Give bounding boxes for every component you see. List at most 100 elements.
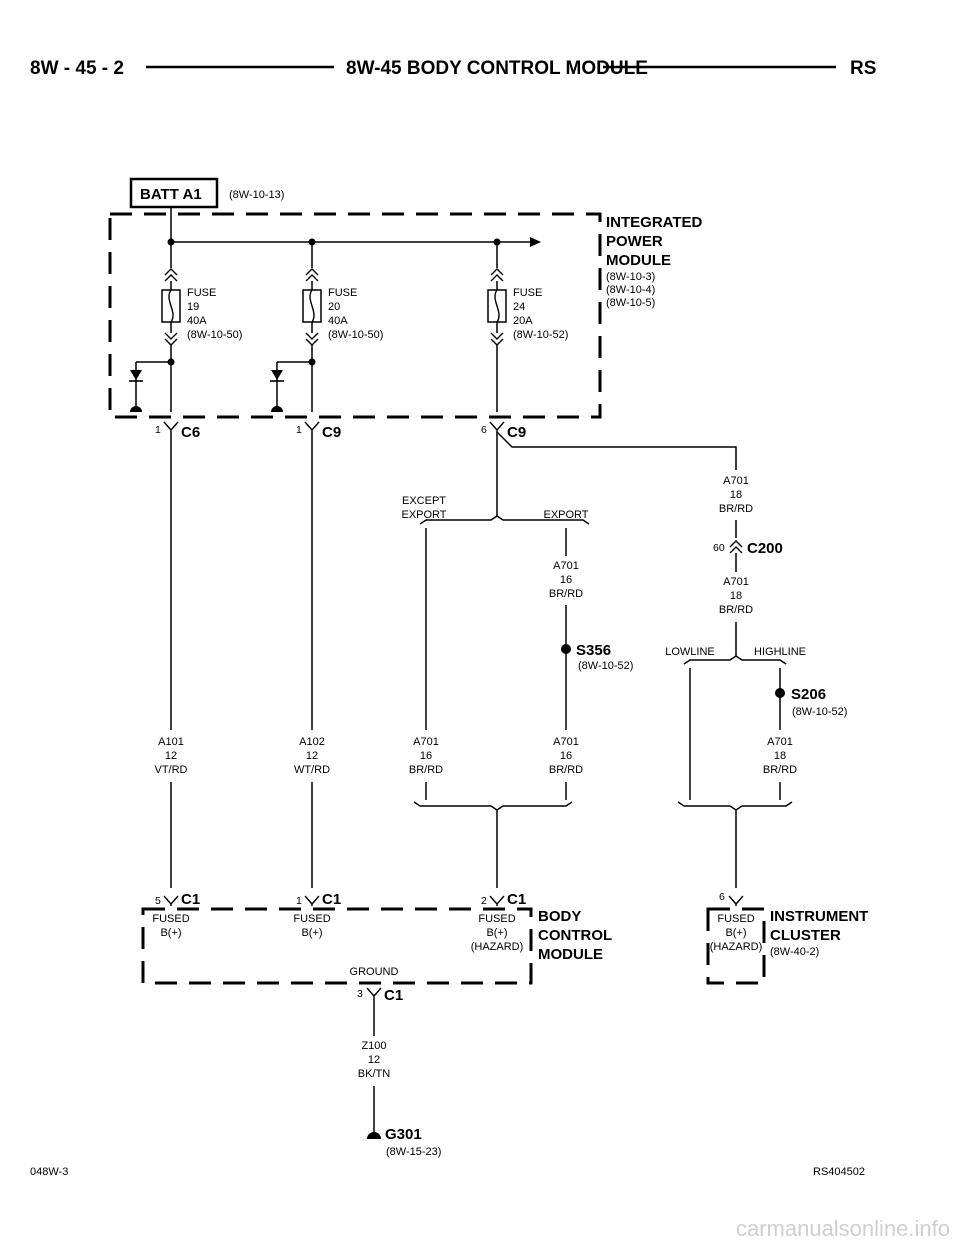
- svg-text:C1: C1: [507, 891, 526, 908]
- svg-text:BK/TN: BK/TN: [358, 1068, 390, 1080]
- wire-a701-16-left-label: A701 16 BR/RD: [409, 736, 443, 776]
- svg-text:60: 60: [713, 542, 725, 554]
- svg-text:C9: C9: [507, 424, 526, 441]
- wire-a701-18-top-label: A701 18 BR/RD: [719, 475, 753, 515]
- svg-text:12: 12: [306, 750, 318, 762]
- svg-text:(8W-10-52): (8W-10-52): [578, 660, 633, 672]
- bcm-connector-pin5: 5 C1 FUSED B(+): [152, 891, 200, 939]
- svg-text:MODULE: MODULE: [606, 252, 671, 269]
- ground-g301: G301 (8W-15-23): [385, 1126, 441, 1158]
- svg-text:(8W-10-50): (8W-10-50): [328, 329, 383, 341]
- battery-label: BATT A1: [140, 186, 202, 203]
- wire-a701-18-bottom-label: A701 18 BR/RD: [763, 736, 797, 776]
- svg-text:1: 1: [296, 424, 302, 436]
- svg-text:EXPORT: EXPORT: [401, 509, 446, 521]
- svg-text:B(+): B(+): [725, 927, 746, 939]
- wire-a101-label: A101 12 VT/RD: [155, 736, 188, 776]
- svg-text:POWER: POWER: [606, 233, 663, 250]
- footer-right: RS404502: [813, 1166, 865, 1178]
- svg-text:A701: A701: [723, 576, 749, 588]
- ipm-refs: (8W-10-3) (8W-10-4) (8W-10-5): [606, 271, 655, 309]
- wire-a102-label: A102 12 WT/RD: [294, 736, 330, 776]
- fuse-19: [128, 242, 181, 413]
- svg-text:40A: 40A: [328, 315, 348, 327]
- connector-c6: 1 C6: [155, 421, 200, 441]
- svg-text:S356: S356: [576, 642, 611, 659]
- svg-text:B(+): B(+): [301, 927, 322, 939]
- page-title: 8W-45 BODY CONTROL MODULE: [346, 58, 648, 79]
- svg-text:C200: C200: [747, 540, 783, 557]
- except-export-label: EXCEPT EXPORT: [401, 495, 446, 521]
- svg-text:C9: C9: [322, 424, 341, 441]
- svg-text:(8W-10-5): (8W-10-5): [606, 297, 655, 309]
- svg-text:FUSED: FUSED: [717, 913, 754, 925]
- battery-box: [129, 177, 219, 209]
- ipm-title: INTEGRATED POWER MODULE: [606, 214, 703, 269]
- svg-text:WT/RD: WT/RD: [294, 764, 330, 776]
- svg-text:18: 18: [730, 590, 742, 602]
- splice-s206-dot: [775, 688, 785, 698]
- svg-text:GROUND: GROUND: [350, 966, 399, 978]
- svg-text:A701: A701: [413, 736, 439, 748]
- connector-c9-b: 6 C9: [481, 421, 526, 441]
- svg-text:18: 18: [774, 750, 786, 762]
- cluster-connector: 6 FUSED B(+) (HAZARD): [710, 891, 763, 953]
- svg-text:(8W-10-3): (8W-10-3): [606, 271, 655, 283]
- svg-text:24: 24: [513, 301, 525, 313]
- svg-text:FUSED: FUSED: [152, 913, 189, 925]
- svg-text:Z100: Z100: [361, 1040, 386, 1052]
- svg-text:(HAZARD): (HAZARD): [471, 941, 524, 953]
- svg-text:INTEGRATED: INTEGRATED: [606, 214, 703, 231]
- svg-text:(8W-10-50): (8W-10-50): [187, 329, 242, 341]
- svg-text:12: 12: [165, 750, 177, 762]
- svg-text:6: 6: [481, 424, 487, 436]
- svg-text:A701: A701: [553, 736, 579, 748]
- svg-text:C1: C1: [322, 891, 341, 908]
- svg-text:A701: A701: [723, 475, 749, 487]
- svg-text:CLUSTER: CLUSTER: [770, 927, 841, 944]
- svg-text:BR/RD: BR/RD: [549, 588, 583, 600]
- svg-text:C1: C1: [181, 891, 200, 908]
- svg-text:(8W-10-52): (8W-10-52): [513, 329, 568, 341]
- svg-text:A701: A701: [553, 560, 579, 572]
- svg-text:18: 18: [730, 489, 742, 501]
- svg-text:BODY: BODY: [538, 908, 581, 925]
- footer-left: 048W-3: [30, 1166, 68, 1178]
- connector-c9-a: 1 C9: [296, 421, 341, 441]
- connector-c200: 60 C200: [713, 540, 783, 557]
- bcm-outline: [141, 907, 533, 985]
- watermark: carmanualsonline.info: [736, 1216, 950, 1241]
- battery-ref: (8W-10-13): [229, 189, 284, 201]
- cluster-outline: [706, 907, 766, 985]
- bcm-connector-pin1: 1 C1 FUSED B(+): [293, 891, 341, 939]
- svg-text:6: 6: [719, 891, 725, 903]
- svg-text:A102: A102: [299, 736, 325, 748]
- svg-text:16: 16: [420, 750, 432, 762]
- svg-text:2: 2: [481, 895, 487, 907]
- svg-text:FUSE: FUSE: [513, 287, 542, 299]
- svg-text:40A: 40A: [187, 315, 207, 327]
- svg-text:BR/RD: BR/RD: [719, 604, 753, 616]
- svg-text:S206: S206: [791, 686, 826, 703]
- fuse-19-label: FUSE 19 40A (8W-10-50): [187, 287, 242, 341]
- cluster-title: INSTRUMENT CLUSTER (8W-40-2): [770, 908, 868, 958]
- splice-s206: S206 (8W-10-52): [791, 686, 847, 718]
- svg-text:VT/RD: VT/RD: [155, 764, 188, 776]
- svg-text:16: 16: [560, 574, 572, 586]
- svg-text:20A: 20A: [513, 315, 533, 327]
- svg-text:FUSE: FUSE: [328, 287, 357, 299]
- svg-text:(8W-10-52): (8W-10-52): [792, 706, 847, 718]
- bcm-title: BODY CONTROL MODULE: [538, 908, 612, 963]
- wire-a701-16-right-label: A701 16 BR/RD: [549, 736, 583, 776]
- bus-arrow: [530, 237, 541, 247]
- ipm-outline: [108, 212, 602, 419]
- fuse-24: [487, 242, 507, 412]
- svg-text:1: 1: [296, 895, 302, 907]
- svg-text:BR/RD: BR/RD: [549, 764, 583, 776]
- svg-text:20: 20: [328, 301, 340, 313]
- export-label: EXPORT: [543, 509, 588, 521]
- bcm-connector-pin2: 2 C1 FUSED B(+) (HAZARD): [471, 891, 526, 953]
- lowline-label: LOWLINE: [665, 646, 715, 658]
- svg-text:C6: C6: [181, 424, 200, 441]
